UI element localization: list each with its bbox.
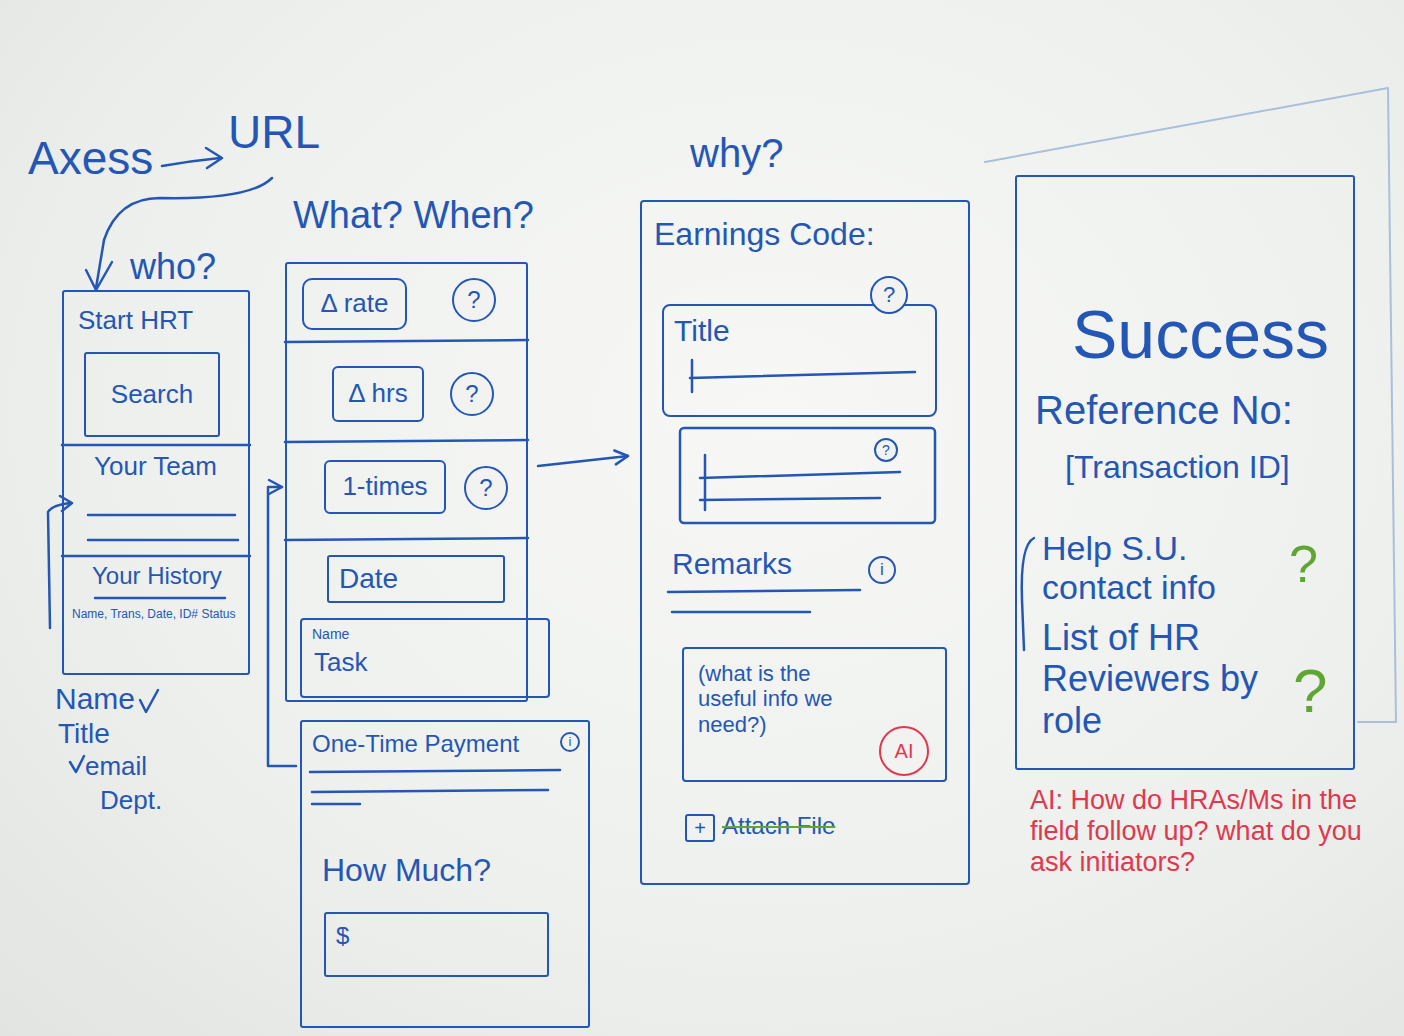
input-line [312, 803, 360, 806]
box-text: [Transaction ID] [1065, 449, 1290, 486]
note-label: Name [55, 682, 135, 717]
box-text: Attach File [722, 812, 835, 840]
box-text: Δ hrs [348, 379, 407, 409]
input-field: Title? [662, 304, 937, 417]
input-line [690, 372, 915, 378]
box-text: One-Time Payment [312, 730, 519, 758]
note-label: Title [58, 718, 110, 750]
search-box: Search [84, 352, 220, 437]
sketch-arrowhead [86, 262, 112, 290]
box-text: who? [130, 246, 216, 287]
divider-line [62, 444, 250, 447]
box-text: AI [895, 740, 914, 763]
divider-line [285, 440, 528, 442]
text-cursor [691, 360, 694, 392]
option-button: Δ hrs [332, 366, 424, 422]
box-text: Success [1072, 295, 1329, 373]
divider-line [285, 538, 528, 540]
box-text: Δ rate [321, 289, 389, 319]
box-text: ? [479, 474, 492, 502]
date-field: Date [327, 555, 505, 603]
box-text: Date [339, 563, 398, 595]
success-panel: SuccessReference No: [Transaction ID] Help… [1015, 175, 1355, 770]
info-circle: i [868, 556, 896, 584]
box-text: ? [467, 286, 480, 314]
note-label: URL [228, 106, 320, 159]
box-text: ? [882, 442, 890, 458]
help-circle: ? [464, 466, 508, 510]
sketch-arrow [96, 178, 272, 288]
info-circle: i [560, 732, 580, 752]
check-mark [140, 690, 158, 712]
option-button: Δ rate [302, 278, 407, 330]
help-circle: ? [870, 276, 908, 314]
input-line [700, 472, 900, 478]
box-text: why? [690, 130, 783, 176]
name-task-field: NameTask [300, 618, 550, 698]
help-circle: ? [874, 438, 898, 462]
box-text: Title [674, 314, 730, 349]
box-text: Reference No: [1035, 387, 1293, 433]
box-text: ? [1289, 535, 1318, 595]
box-text: Your Team [94, 452, 217, 482]
underline [95, 597, 225, 600]
box-text: Task [314, 648, 367, 678]
box-text: Name [312, 626, 349, 642]
box-text: Help S.U. contact info [1042, 529, 1292, 607]
note-label: email [85, 752, 147, 782]
help-circle: ? [452, 278, 496, 322]
wireframe-panel: why?Earnings Code:RemarksAttach FileTitl… [640, 200, 970, 885]
input-line [700, 498, 880, 500]
box-text: i [569, 735, 572, 750]
box-text: Remarks [672, 547, 792, 582]
box-text: List of HR Reviewers by role [1042, 617, 1302, 741]
flow-arrow [268, 487, 296, 766]
ai-circle: AI [879, 726, 929, 776]
note-label: Axess [28, 132, 153, 185]
input-line [310, 770, 560, 772]
note-label: AI: How do HRAs/Ms in the field follow u… [1030, 785, 1390, 878]
box-text: Name, Trans, Date, ID# Status [72, 608, 244, 622]
amount-field: $ [324, 912, 549, 977]
add-button: + [685, 814, 715, 842]
input-line [672, 611, 810, 614]
option-button: 1-times [324, 460, 446, 514]
box-text: Earnings Code: [654, 216, 875, 253]
box-text: $ [336, 922, 349, 950]
bracket [1022, 538, 1034, 650]
input-line [88, 514, 235, 517]
underline [668, 590, 860, 592]
wireframe-panel: What? When?Δ rate?Δ hrs?1-times?DateName… [285, 262, 528, 702]
wireframe-panel: who?Start HRTYour TeamYour HistoryName, … [62, 290, 250, 675]
input-line [88, 539, 238, 542]
note-label: Dept. [100, 786, 162, 816]
divider-line [62, 555, 250, 558]
text-cursor [704, 455, 707, 510]
divider-line [285, 340, 528, 342]
check-mark [70, 756, 84, 772]
sketch-arrow [48, 503, 70, 628]
box-text: 1-times [342, 472, 427, 502]
remarks-box: (what is the useful info we need?) AI [682, 647, 947, 782]
flow-arrow [538, 456, 628, 466]
input-line [312, 790, 548, 792]
box-text: ? [465, 380, 478, 408]
box-text: Search [111, 380, 193, 410]
box-text: What? When? [293, 194, 534, 238]
box-text: How Much? [322, 852, 491, 889]
box-text: Your History [92, 562, 222, 590]
box-text: (what is the useful info we need?) [698, 661, 863, 737]
sketch-arrowhead [206, 148, 222, 168]
box-text: Start HRT [78, 306, 193, 336]
payment-panel: One-Time PaymentHow Much? i $ [300, 720, 590, 1028]
box-text: ? [883, 282, 895, 307]
box-text: + [694, 817, 706, 840]
empty-input-box [680, 428, 935, 523]
box-text: ? [1293, 655, 1327, 726]
box-text: i [880, 560, 884, 580]
help-circle: ? [450, 372, 494, 416]
